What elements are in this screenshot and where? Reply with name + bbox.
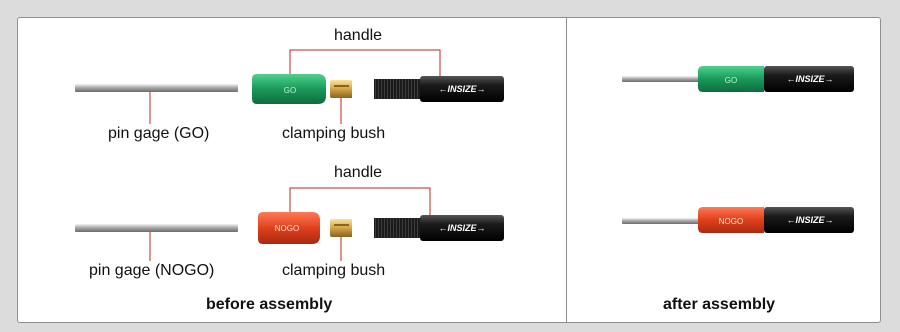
before-assembly-caption: before assembly <box>206 296 333 313</box>
pin-gage-go-label: pin gage (GO) <box>108 125 210 142</box>
handle-thread-nogo <box>374 218 424 238</box>
assembled-sleeve-go <box>698 66 764 92</box>
handle-black-nogo <box>420 215 504 241</box>
bush-slot-nogo <box>334 224 349 226</box>
after-assembly-caption: after assembly <box>663 296 776 313</box>
nogo-sleeve-text: NOGO <box>275 224 299 233</box>
brand-logo-nogo: ←INSIZE→ <box>438 223 485 233</box>
nogo-before-group: NOGO ←INSIZE→ <box>75 187 504 261</box>
clamping-bush-nogo <box>330 219 352 237</box>
handle-thread-go <box>374 79 424 99</box>
handle-label-nogo: handle <box>334 164 383 181</box>
assembled-brand-go: ←INSIZE→ <box>786 74 833 84</box>
go-sleeve-text: GO <box>284 86 296 95</box>
pin-gage-go <box>75 84 238 92</box>
handle-bracket-nogo <box>289 187 431 215</box>
brand-logo-go: ←INSIZE→ <box>438 84 485 94</box>
assembled-sleeve-nogo <box>698 207 764 233</box>
clamping-bush-go <box>330 80 352 98</box>
handle-bracket-go <box>289 49 441 76</box>
handle-label-go: handle <box>334 27 383 44</box>
assembled-brand-nogo: ←INSIZE→ <box>786 215 833 225</box>
assembled-pin-go <box>622 76 702 82</box>
go-after-group: GO ←INSIZE→ <box>622 66 854 92</box>
section-divider <box>566 17 567 323</box>
pin-gage-nogo-label: pin gage (NOGO) <box>89 262 215 279</box>
handle-nogo-sleeve <box>258 212 320 244</box>
clamping-bush-go-label: clamping bush <box>282 125 386 142</box>
pin-gage-nogo <box>75 224 238 232</box>
clamping-bush-nogo-label: clamping bush <box>282 262 386 279</box>
assembled-handle-nogo <box>764 207 854 233</box>
assembled-nogo-text: NOGO <box>719 217 743 226</box>
nogo-after-group: NOGO ←INSIZE→ <box>622 207 854 233</box>
assembled-pin-nogo <box>622 218 702 224</box>
handle-go-sleeve <box>252 74 326 104</box>
assembled-go-text: GO <box>725 76 737 85</box>
bush-slot-go <box>334 85 349 87</box>
go-before-group: GO ←INSIZE→ <box>75 49 504 124</box>
assembled-handle-go <box>764 66 854 92</box>
handle-black-go <box>420 76 504 102</box>
